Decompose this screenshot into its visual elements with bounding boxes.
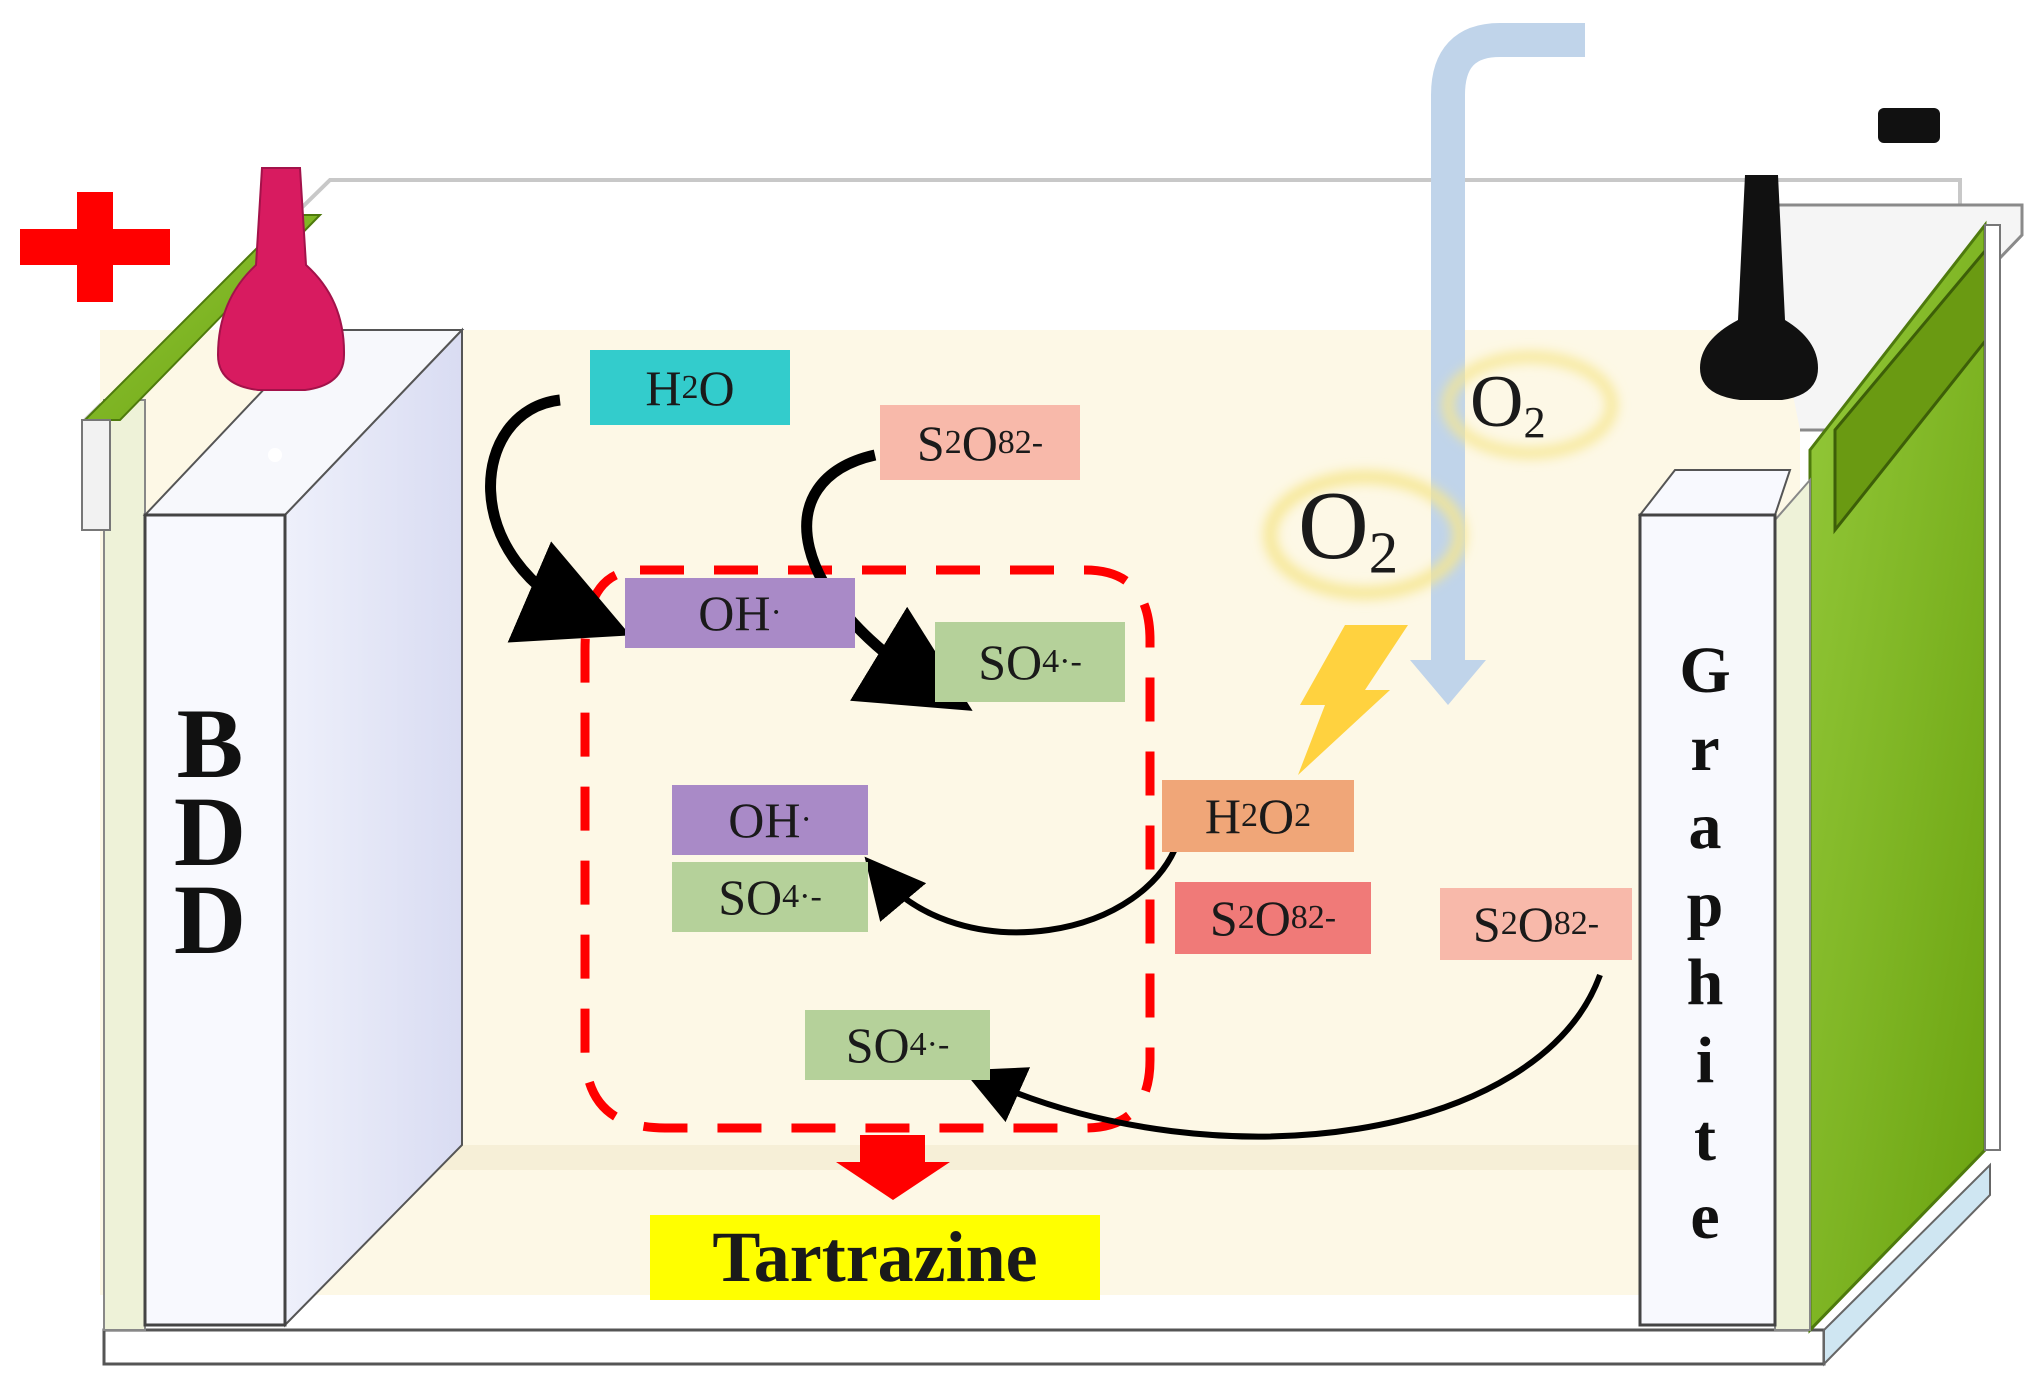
arrow-s2o8-to-so4-bottom bbox=[963, 973, 1603, 1140]
tartrazine-arrow bbox=[836, 1135, 950, 1200]
tank-floor-side bbox=[1823, 1162, 1991, 1367]
graphite-letter: a bbox=[1688, 790, 1722, 863]
graphite-letter: e bbox=[1690, 1180, 1720, 1253]
bdd-letter: D bbox=[173, 776, 247, 887]
graphite-letter: r bbox=[1690, 712, 1720, 785]
species-oh-mid: OH· bbox=[672, 785, 868, 855]
cathode-right-wall bbox=[1774, 477, 1811, 1331]
arrow-h2o2-to-radicals bbox=[864, 834, 1183, 936]
lightning-bolt bbox=[1298, 625, 1408, 775]
graphite-plate-edge bbox=[1984, 224, 2001, 1151]
dashed-reaction-region bbox=[580, 565, 1155, 1133]
bdd-electrode-front bbox=[143, 513, 287, 1327]
graphite-letter: t bbox=[1694, 1102, 1716, 1175]
arrow-s2o8-to-so4 bbox=[801, 449, 973, 711]
anode-clip bbox=[216, 167, 346, 391]
graphite-letter: G bbox=[1679, 634, 1731, 707]
graphite-electrode-front bbox=[1638, 513, 1777, 1327]
negative-sign bbox=[1878, 108, 1940, 143]
o2-inlet-tube bbox=[1431, 22, 1585, 670]
bdd-label: B D D bbox=[160, 688, 260, 975]
o2-large-label: O2 bbox=[1298, 472, 1399, 586]
o2-large-glow bbox=[1264, 471, 1466, 599]
o2-inlet-arrowhead bbox=[1410, 660, 1486, 705]
solution-bottom-band bbox=[300, 1145, 1640, 1170]
positive-sign bbox=[20, 192, 170, 302]
bdd-letter: B bbox=[176, 688, 244, 799]
tartrazine-label: Tartrazine bbox=[650, 1215, 1100, 1300]
anode-clip-dot bbox=[268, 448, 282, 462]
o2-small-glow bbox=[1443, 352, 1617, 458]
tank-floor bbox=[102, 1328, 1826, 1366]
graphite-letter: p bbox=[1686, 868, 1724, 941]
graphite-letter: i bbox=[1695, 1024, 1715, 1097]
species-oh-top: OH· bbox=[625, 578, 855, 648]
cathode-clip bbox=[1700, 175, 1818, 400]
tank-left-wall bbox=[103, 399, 146, 1331]
bdd-letter: D bbox=[173, 864, 247, 975]
arrow-h2o-to-oh bbox=[485, 394, 631, 643]
o2-small-label: O2 bbox=[1470, 361, 1546, 448]
graphite-label: G r a p h i t e bbox=[1660, 632, 1750, 1256]
graphite-letter: h bbox=[1686, 946, 1724, 1019]
anode-glass-rim bbox=[81, 419, 111, 531]
